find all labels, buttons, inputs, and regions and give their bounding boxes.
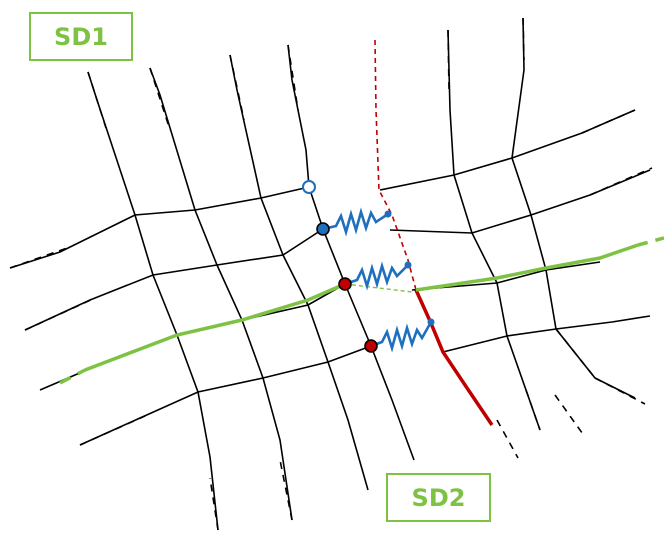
sd1-row-line <box>9 186 310 269</box>
green-interface-thin-dash <box>344 283 413 293</box>
sd1-column-line <box>149 67 293 521</box>
spring-middle <box>344 261 412 291</box>
sd2-row-line <box>389 169 651 234</box>
interface-red-solid <box>414 289 494 426</box>
sd1-row-line <box>24 228 324 331</box>
sd1-column-line <box>229 54 369 491</box>
green-interface-solid-right <box>415 243 639 292</box>
green-interface-solid <box>84 282 346 372</box>
green-interface-dashed-left <box>59 368 86 385</box>
sd2-mesh-dashes <box>447 17 653 459</box>
spring-bottom <box>370 318 435 353</box>
subdomain-label-sd2: SD2 <box>386 473 491 522</box>
sd1-mesh <box>9 44 415 531</box>
blue-node <box>316 222 330 236</box>
open-node <box>302 180 316 194</box>
sd1-mesh-dashes <box>9 44 299 531</box>
sd2-row-line <box>411 261 601 291</box>
red-node-lower <box>364 339 378 353</box>
sd2-row-line <box>379 109 636 191</box>
sd1-column-line <box>87 71 219 531</box>
sd2-column-line <box>447 29 541 431</box>
sd1-column-line <box>287 44 415 461</box>
sd1-row-line <box>39 283 346 391</box>
sd2-column-line <box>511 17 636 399</box>
green-interface-dashed-right <box>637 236 664 247</box>
sd2-mesh <box>379 17 651 431</box>
interface-red-dashed <box>374 39 417 291</box>
sd2-row-line <box>442 315 651 353</box>
red-node-upper <box>338 277 352 291</box>
spring-top <box>322 207 392 237</box>
subdomain-label-sd1: SD1 <box>29 12 133 61</box>
